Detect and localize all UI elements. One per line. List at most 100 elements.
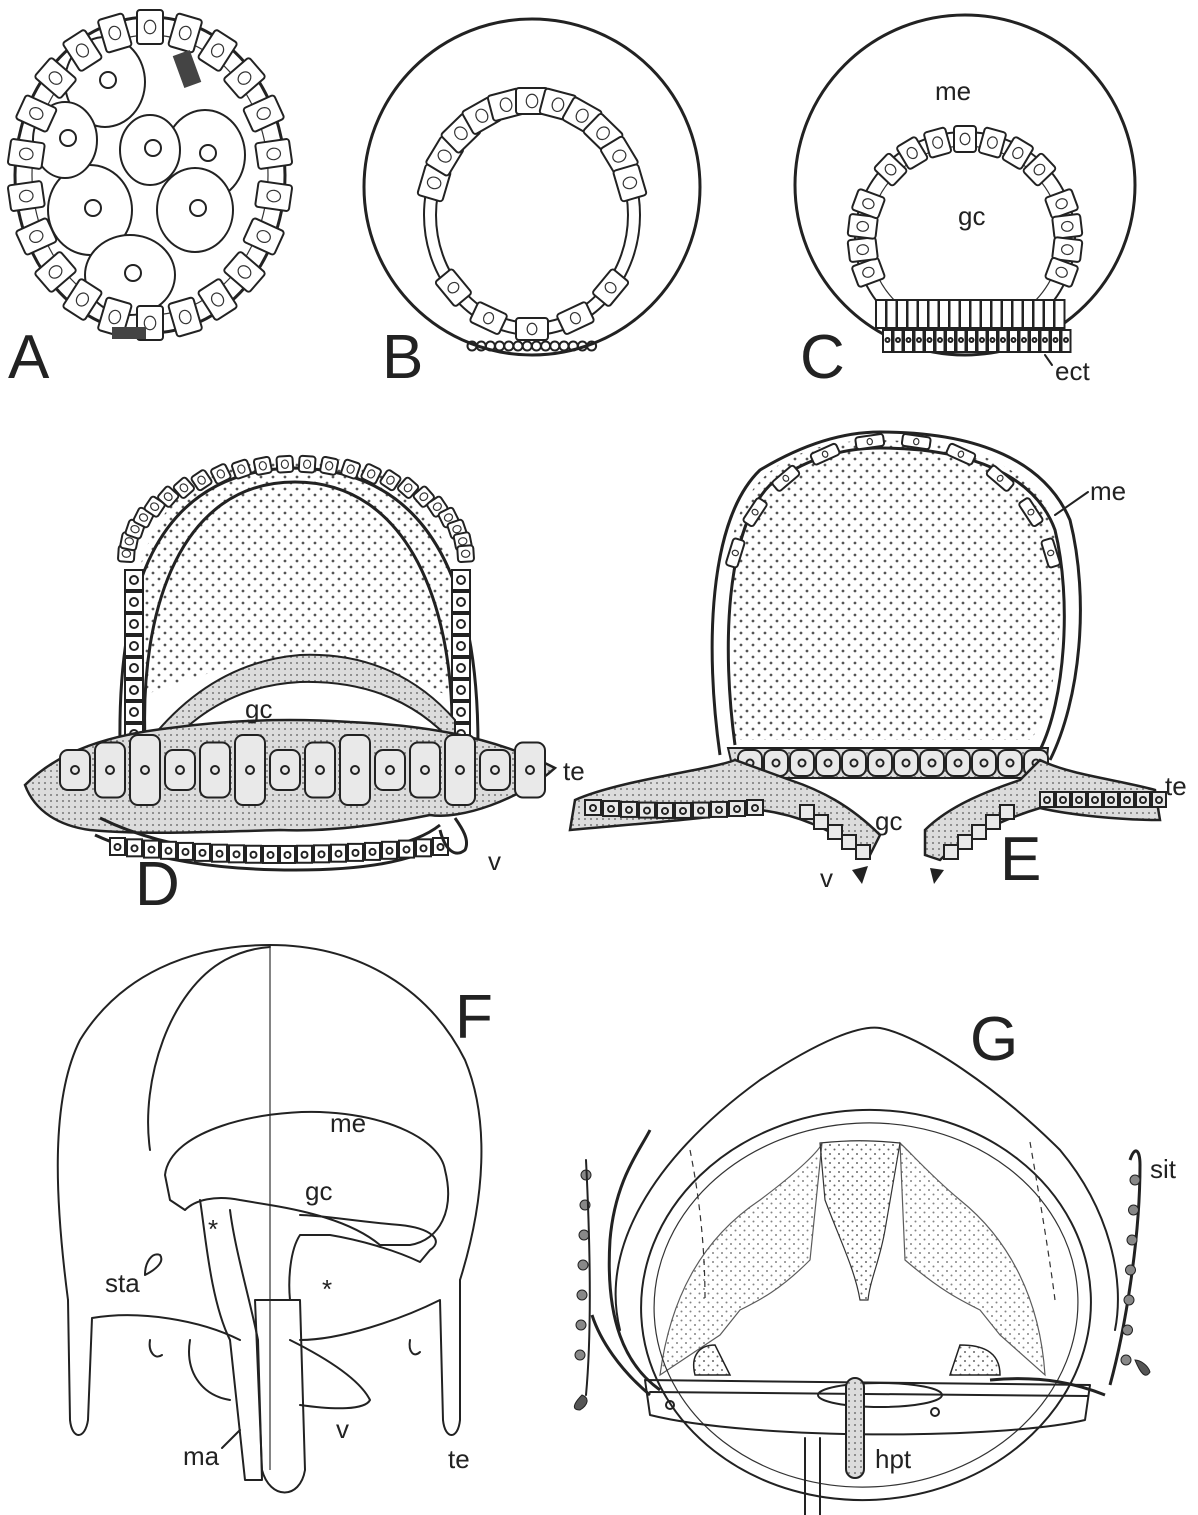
cell-shape [1104, 792, 1118, 807]
cell-shape [603, 801, 619, 816]
cell-shape [495, 342, 504, 351]
panel-g-drawing [574, 1028, 1150, 1515]
cell-shape [946, 750, 970, 776]
cell-shape [445, 735, 475, 805]
cell-shape [848, 237, 878, 262]
cell-shape [375, 750, 405, 790]
cell-shape [816, 750, 840, 776]
cell-shape [592, 268, 629, 307]
cell-shape [954, 126, 976, 152]
cell-shape [693, 803, 709, 818]
cell-shape [125, 658, 143, 678]
panel-b-drawing [364, 19, 700, 355]
cell-shape [137, 10, 163, 44]
cell-shape [1120, 792, 1134, 807]
cell-shape [130, 735, 160, 805]
cell-shape [320, 456, 339, 475]
panel-a-drawing [8, 10, 293, 340]
cell-shape [1129, 1205, 1139, 1215]
cell-shape [621, 802, 637, 817]
cell-shape [577, 1290, 587, 1300]
cell-shape [1044, 300, 1054, 328]
cell-shape [382, 842, 397, 859]
cell-shape [902, 434, 931, 450]
cell-shape [255, 181, 292, 212]
label-e-te: te [1165, 771, 1187, 801]
cell-shape [729, 801, 745, 816]
cell-shape [1130, 1175, 1140, 1185]
cell-shape [972, 825, 986, 839]
cell-shape [579, 1230, 589, 1240]
cell-shape [613, 164, 647, 202]
cell-shape [639, 803, 655, 818]
cell-shape [828, 825, 842, 839]
cell-shape [452, 614, 470, 634]
cell-shape [1052, 214, 1082, 239]
cell-shape [1124, 1295, 1134, 1305]
cell-shape [675, 803, 691, 818]
cell-shape [1136, 792, 1150, 807]
cell-shape [800, 805, 814, 819]
cell-shape [560, 342, 569, 351]
cell-shape [515, 743, 545, 798]
cell-shape [1126, 1265, 1136, 1275]
cell-shape [416, 839, 431, 856]
panel-f-drawing [58, 945, 482, 1493]
cell-shape [514, 342, 523, 351]
cell-shape [1034, 300, 1044, 328]
cell-shape [1127, 1235, 1137, 1245]
cell-shape [365, 843, 380, 860]
cell-shape [1088, 792, 1102, 807]
cell-shape [95, 743, 125, 798]
label-c-ect: ect [1055, 356, 1090, 386]
cell-shape [452, 570, 470, 590]
cell-shape [868, 750, 892, 776]
cell-shape [1023, 300, 1033, 328]
cell-shape [855, 434, 884, 450]
cell-shape [504, 342, 513, 351]
cell-shape [918, 300, 928, 328]
cell-shape [165, 750, 195, 790]
label-f-sta: sta [105, 1268, 140, 1298]
cell-shape [197, 278, 237, 321]
label-f-asterisk-1: * [208, 1214, 218, 1244]
cell-shape [197, 29, 237, 72]
cell-shape [971, 300, 981, 328]
cell-shape [814, 815, 828, 829]
cell-shape [972, 750, 996, 776]
cell-shape [981, 300, 991, 328]
cell-shape [410, 743, 440, 798]
label-f-ma: ma [183, 1441, 220, 1471]
cell-shape [550, 342, 559, 351]
cell-shape [992, 300, 1002, 328]
cell-shape [920, 750, 944, 776]
cell-shape [944, 845, 958, 859]
cell-shape [452, 658, 470, 678]
cell-shape [125, 592, 143, 612]
cell-shape [435, 268, 472, 307]
cell-shape [276, 456, 293, 473]
cell-shape [399, 841, 414, 858]
cell-shape [348, 844, 363, 861]
cell-shape [876, 300, 886, 328]
cell-shape [958, 835, 972, 849]
cell-shape [457, 545, 474, 562]
cell-shape [929, 300, 939, 328]
label-d-v: v [488, 846, 501, 876]
cell-shape [229, 845, 244, 862]
cell-shape [223, 57, 266, 99]
cell-shape [532, 342, 541, 351]
cell-shape [747, 800, 763, 815]
label-f-te: te [448, 1444, 470, 1474]
cell-shape [711, 802, 727, 817]
cell-shape [585, 800, 601, 815]
cell-shape [314, 845, 329, 862]
cell-shape [200, 743, 230, 798]
cell-shape [856, 845, 870, 859]
cell-shape [270, 750, 300, 790]
cell-shape [246, 846, 261, 863]
cell-shape [516, 318, 548, 340]
cell-shape [1002, 300, 1012, 328]
label-c-me: me [935, 76, 971, 106]
